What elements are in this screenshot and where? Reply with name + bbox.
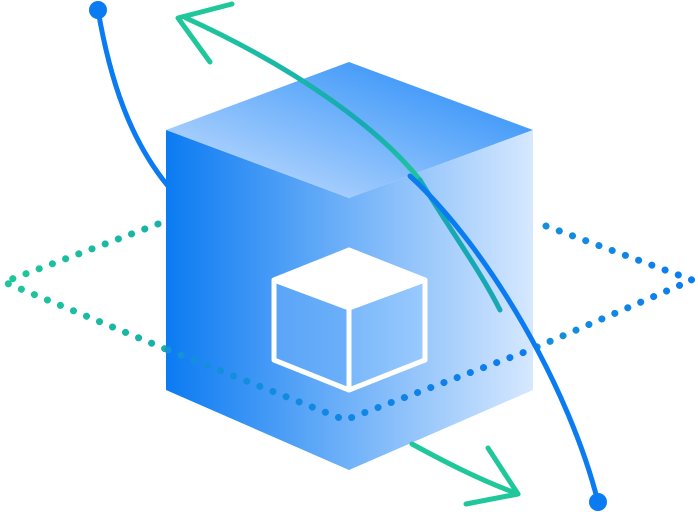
rotation-arc-front	[407, 173, 607, 511]
rotation-arrow-icon	[175, 1, 521, 507]
cube-outline-icon	[271, 247, 428, 393]
dotted-plane-front-edge	[164, 346, 534, 424]
dotted-plane-icon	[0, 220, 698, 354]
rotation-arc-icon	[89, 1, 171, 189]
